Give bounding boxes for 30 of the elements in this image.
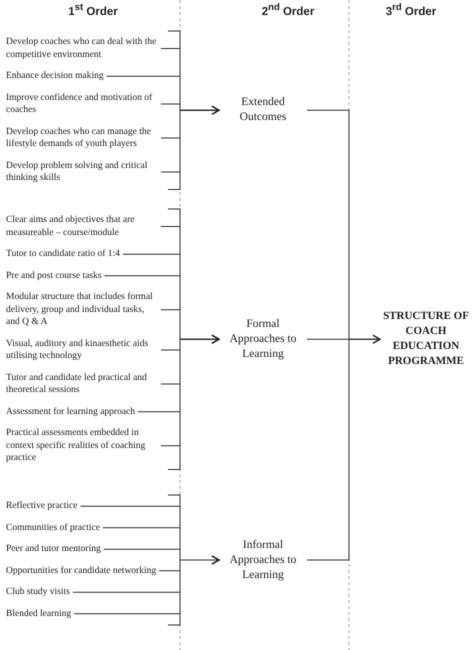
- connector-arrow: [160, 106, 220, 172]
- list-item: Blended learning: [6, 608, 72, 620]
- list-item: Assessment for learning approach: [6, 406, 136, 418]
- list-item: Practical assessments embedded in context specific realities of coaching practice: [6, 427, 158, 464]
- list-item: Improve confidence and motivation of coaches: [6, 92, 158, 116]
- list-item: Enhance decision making: [6, 70, 104, 82]
- list-item: Reflective practice: [6, 500, 78, 512]
- column-heading: 3$^{rd}$ Order: [384, 2, 438, 18]
- column-heading: 2$^{nd}$ Order: [260, 2, 316, 18]
- list-item: Clear aims and objectives that are measureable – course/module: [6, 214, 158, 239]
- list-item: Develop coaches who can deal with the competitive environment: [6, 36, 158, 61]
- connector-arrow: [74, 555, 220, 614]
- category-label: Informal Approaches to Learning: [221, 538, 305, 582]
- list-item: Pre and post course tasks: [6, 270, 102, 282]
- connector-arrow: [160, 334, 220, 446]
- list-item: Tutor and candidate led practical and theoretical sessions: [6, 372, 158, 396]
- column-heading: 1$^{st}$ Order: [67, 2, 119, 18]
- category-label: Extended Outcomes: [221, 95, 305, 126]
- list-item: Develop problem solving and critical thinking skills: [6, 160, 158, 184]
- list-item: Modular structure that includes formal delivery, group and individual tasks, and Q & A: [6, 291, 158, 328]
- list-item: Peer and tutor mentoring: [6, 543, 101, 556]
- list-item: Communities of practice: [6, 522, 100, 534]
- connector-arrow: [306, 334, 381, 560]
- list-item: Club study visits: [6, 586, 70, 598]
- list-item: Visual, auditory and kinaesthetic aids utilising technology: [6, 338, 158, 362]
- category-label: Formal Approaches to Learning: [221, 316, 305, 362]
- list-item: Develop coaches who can manage the lifestyle demands of youth players: [6, 126, 158, 150]
- list-item: Opportunities for candidate networking: [6, 564, 156, 577]
- list-item: Tutor to candidate ratio of 1:4: [6, 248, 120, 260]
- outcome-title: STRUCTURE OF COACH EDUCATION PROGRAMME: [382, 309, 470, 370]
